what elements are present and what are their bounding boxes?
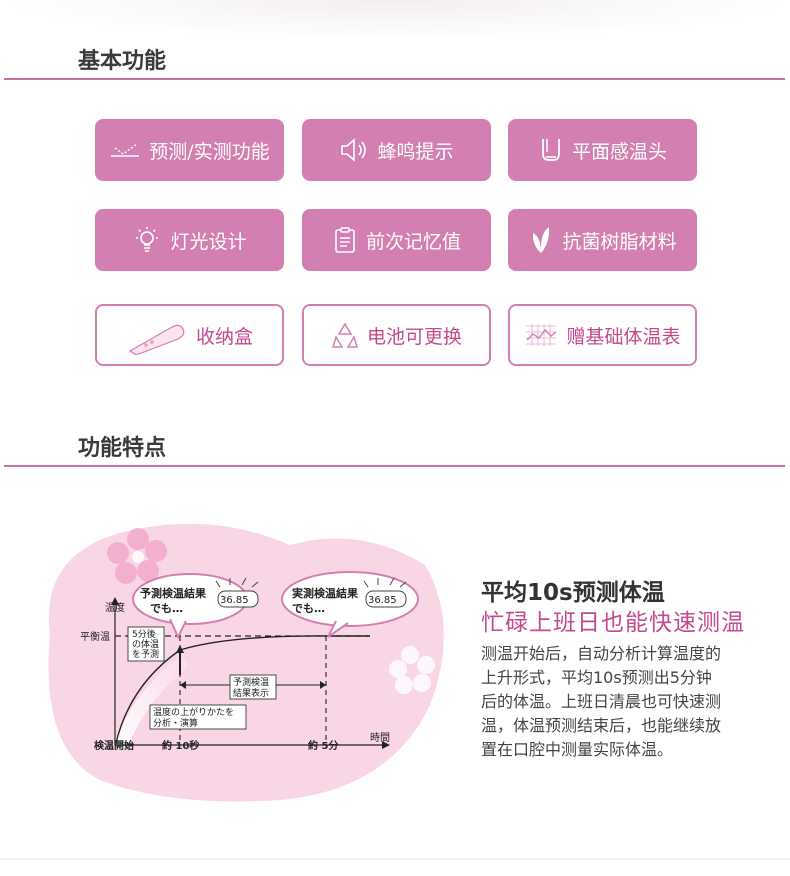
feature-bbt-chart: 赠基础体温表 — [508, 304, 697, 366]
section-title-features: 功能特点 — [78, 436, 167, 461]
y-axis-label: 温度 — [105, 601, 125, 614]
feature-label: 预测/实测功能 — [149, 140, 270, 163]
display-value-left: 36.85 — [220, 595, 249, 606]
feature-label: 灯光设计 — [170, 230, 247, 253]
chart-sheet-icon — [524, 322, 558, 348]
prediction-diagram: 予測検温結果 でも… 36.85 実測検温結果 でも… 36.85 温度 平衡温… — [30, 515, 450, 805]
x-axis-label: 時間 — [370, 732, 390, 744]
note-5min-line2: の体温 — [132, 638, 159, 650]
feature-flat-probe: 平面感温头 — [508, 119, 697, 181]
x-start-label: 検温開始 — [94, 739, 134, 752]
bubble-right-line1: 実測検温結果 — [292, 586, 358, 600]
section-divider — [4, 78, 785, 80]
feature-antibacterial: 抗菌树脂材料 — [508, 209, 697, 271]
feature-predict-measure: 预测/实测功能 — [95, 119, 284, 181]
feature-memory: 前次记忆值 — [302, 209, 491, 271]
feature-light: 灯光设计 — [95, 209, 284, 271]
note-result-line2: 結果表示 — [233, 687, 269, 699]
note-analysis-line2: 分析・演算 — [153, 717, 198, 729]
bubble-left-line2: でも… — [150, 602, 183, 615]
feature-label: 赠基础体温表 — [566, 325, 681, 348]
display-right — [363, 577, 407, 608]
note-5min-line3: を予測 — [132, 648, 159, 660]
speech-bubble-right — [281, 571, 419, 627]
leaf-icon — [528, 225, 554, 255]
promo-body: 测温开始后，自动分析计算温度的上升形式，平均10s预测出5分钟后的体温。上班日清… — [481, 644, 722, 759]
feature-label: 蜂鸣提示 — [377, 140, 454, 163]
feature-label: 前次记忆值 — [365, 230, 461, 253]
speaker-icon — [339, 137, 369, 163]
note-analysis-line1: 温度の上がりかたを — [153, 706, 234, 718]
top-gradient — [0, 0, 790, 40]
feature-label: 平面感温头 — [571, 140, 667, 163]
feature-storage-case: 收纳盒 — [95, 304, 284, 366]
flower-decoration — [389, 646, 435, 694]
equilibrium-label: 平衡温 — [80, 631, 110, 643]
note-result-line1: 予測検温 — [233, 676, 269, 688]
recycle-icon — [331, 321, 359, 349]
thermometer-case-icon — [126, 315, 188, 355]
promo-subhead: 忙碌上班日也能快速测温 — [481, 610, 745, 636]
bottom-divider — [0, 858, 790, 860]
display-left — [215, 577, 259, 608]
flower-decoration — [107, 528, 167, 584]
x-10s-label: 約 10秒 — [162, 739, 199, 752]
promo-headline: 平均10s预测体温 — [481, 580, 665, 606]
clipboard-icon — [332, 226, 358, 254]
probe-icon — [538, 136, 564, 164]
predict-measure-icon — [109, 140, 141, 160]
feature-label: 电池可更换 — [366, 325, 462, 348]
section-title-basic: 基本功能 — [78, 49, 167, 74]
feature-battery: 电池可更换 — [302, 304, 491, 366]
section-divider — [4, 465, 785, 467]
note-5min-line1: 5分後 — [132, 628, 156, 640]
feature-label: 抗菌树脂材料 — [562, 230, 677, 253]
lightbulb-icon — [132, 225, 162, 255]
display-value-right: 36.85 — [368, 595, 397, 606]
x-5min-label: 約 5分 — [308, 739, 338, 752]
bubble-left-line1: 予測検温結果 — [140, 586, 206, 600]
feature-label: 收纳盒 — [195, 325, 253, 348]
bubble-right-line2: でも… — [292, 602, 325, 615]
feature-beep: 蜂鸣提示 — [302, 119, 491, 181]
